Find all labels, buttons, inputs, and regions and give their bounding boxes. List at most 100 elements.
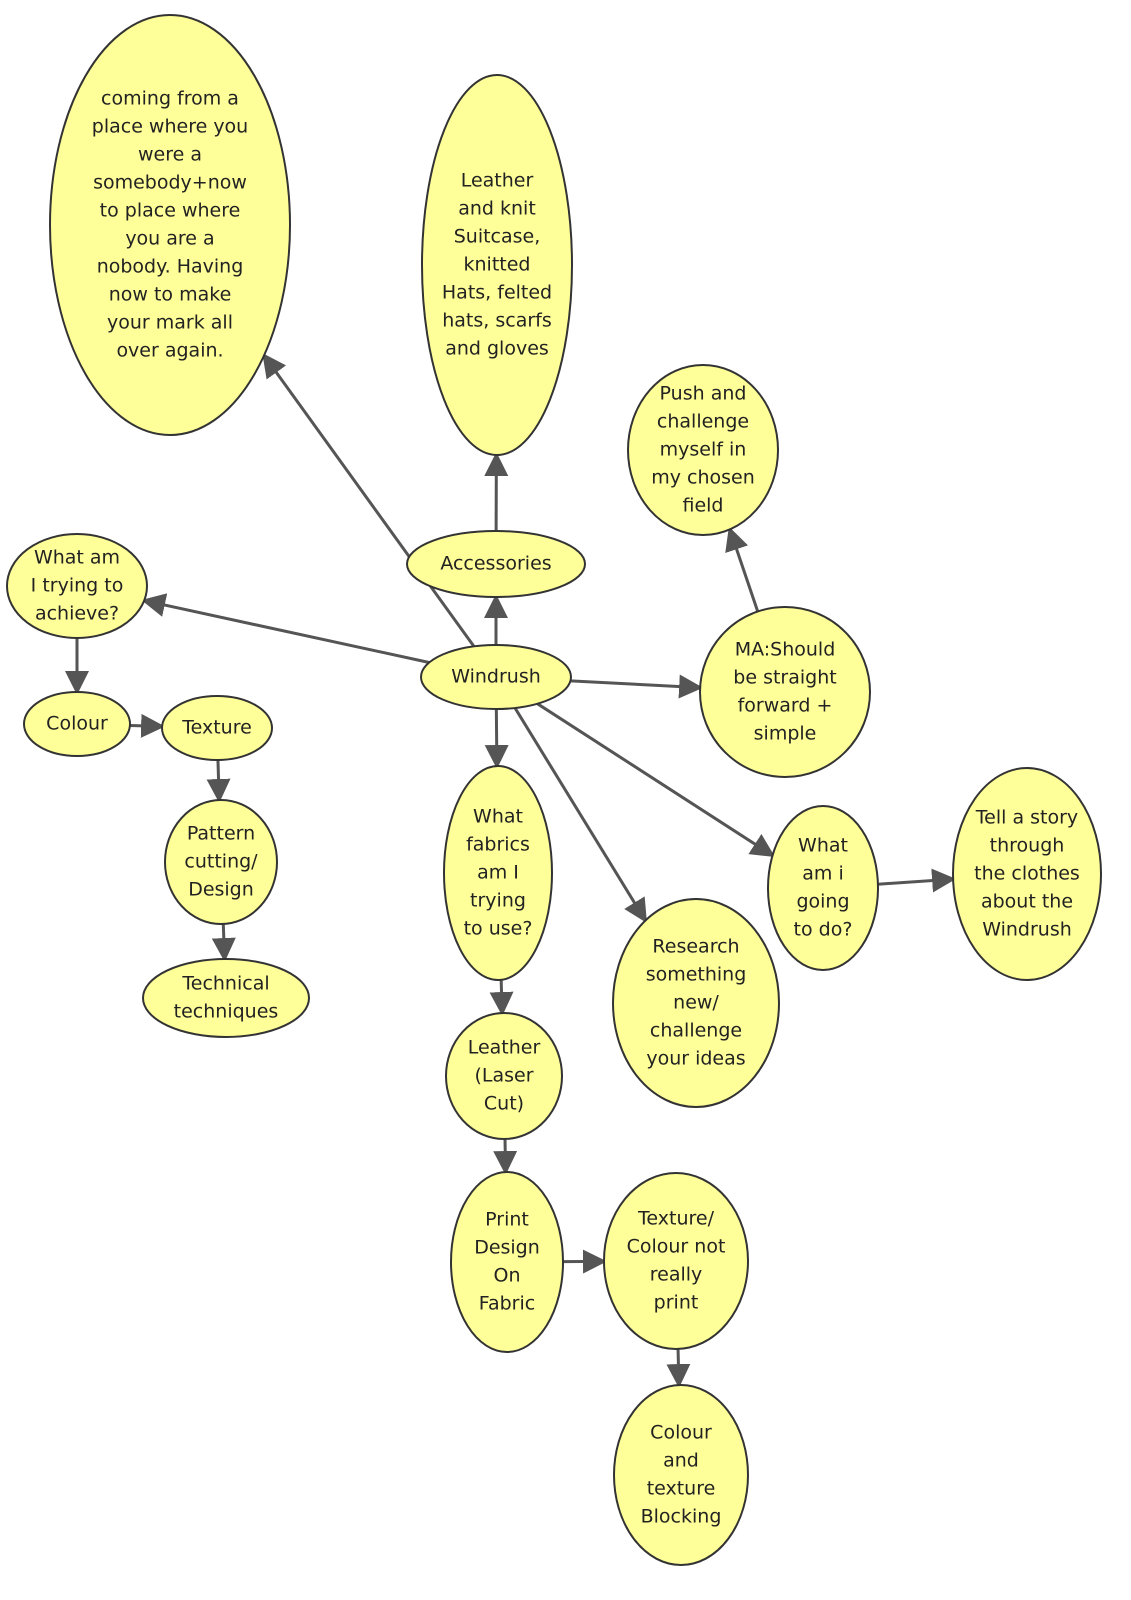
node-label-line: Colour <box>46 713 108 735</box>
node-label-line: Design <box>188 879 254 901</box>
node-label-line: Texture <box>181 717 252 739</box>
node-shape <box>164 799 278 925</box>
node-shape <box>142 958 310 1038</box>
edge-leather_laser-to-print <box>493 1138 518 1176</box>
node-label-line: knitted <box>464 254 531 276</box>
node-label-line: Technical <box>181 973 269 995</box>
node-label-line: Tell a story <box>975 807 1078 829</box>
edge-windrush-to-fabrics <box>484 708 509 770</box>
node-label-line: techniques <box>174 1001 279 1023</box>
node-label-line: What am <box>34 547 120 569</box>
node-shape <box>450 1171 564 1353</box>
node-label-line: achieve? <box>35 603 119 625</box>
node-label-line: Cut) <box>484 1093 524 1115</box>
node-label-line: print <box>654 1292 699 1314</box>
node-label-line: now to make <box>109 284 232 306</box>
node-label-line: Colour not <box>627 1236 726 1258</box>
node-label-line: and gloves <box>445 338 549 360</box>
node-label-line: What <box>473 806 523 828</box>
edge-windrush-to-mark <box>262 352 476 648</box>
node-label-line: challenge <box>657 411 749 433</box>
node-label-line: cutting/ <box>184 851 258 873</box>
node-label-line: myself in <box>660 439 747 461</box>
edge-texture-to-pattern <box>206 759 231 804</box>
edge-windrush-to-going <box>536 702 776 858</box>
node-label-line: going <box>796 891 849 913</box>
node-label-line: Colour <box>650 1422 712 1444</box>
edge-windrush-to-ma <box>570 674 704 699</box>
node-label-line: something <box>646 964 747 986</box>
node-label-line: Pattern <box>187 823 255 845</box>
node-label-line: simple <box>754 723 817 745</box>
node-label-line: through <box>990 835 1065 857</box>
node-pattern: Pattern cutting/Design <box>164 799 278 925</box>
node-label-line: Fabric <box>479 1293 535 1315</box>
edges-layer <box>65 352 957 1389</box>
node-label-line: Design <box>474 1237 540 1259</box>
node-label-line: to place where <box>100 200 241 222</box>
node-label-line: your mark all <box>107 312 233 334</box>
node-label-line: MA:Should <box>735 639 836 661</box>
edge-colour-to-texture <box>129 713 166 738</box>
node-label-line: nobody. Having <box>97 256 244 278</box>
node-shape <box>612 898 780 1108</box>
node-shape <box>23 691 131 757</box>
node-label-line: am i <box>802 863 843 885</box>
node-shape <box>603 1172 749 1350</box>
node-label-line: somebody+now <box>93 172 247 194</box>
node-label-line: Leather <box>461 170 534 192</box>
node-shape <box>767 805 879 971</box>
node-label-line: Texture/ <box>637 1208 715 1230</box>
node-windrush: Windrush <box>420 644 572 710</box>
node-label-line: Research <box>652 936 739 958</box>
node-accessories: Accessories <box>406 530 586 598</box>
node-label-line: about the <box>981 891 1073 913</box>
node-label-line: Leather <box>468 1037 541 1059</box>
node-label-line: to use? <box>464 918 533 940</box>
node-label-line: fabrics <box>466 834 530 856</box>
node-label-line: Blocking <box>641 1506 722 1528</box>
node-label-line: On <box>494 1265 521 1287</box>
node-shape <box>952 767 1102 981</box>
node-label-line: field <box>683 495 724 517</box>
node-shape <box>161 695 273 761</box>
node-label-line: hats, scarfs <box>442 310 552 332</box>
node-shape <box>445 1012 563 1140</box>
node-label-line: my chosen <box>651 467 755 489</box>
node-shape <box>420 644 572 710</box>
node-label-line: Windrush <box>451 666 541 688</box>
node-label-line: Accessories <box>440 553 551 575</box>
node-label-line: trying <box>470 890 526 912</box>
node-shape <box>699 606 871 778</box>
node-colour: Colour <box>23 691 131 757</box>
node-label-line: really <box>650 1264 703 1286</box>
node-shape <box>421 74 573 456</box>
node-label-line: Hats, felted <box>442 282 552 304</box>
node-label-line: challenge <box>650 1020 742 1042</box>
node-shape <box>627 364 779 536</box>
node-label-line: What <box>798 835 848 857</box>
node-shape <box>443 765 553 981</box>
edge-pattern-to-technical <box>211 923 236 963</box>
node-label-line: be straight <box>733 667 836 689</box>
node-label-line: Print <box>485 1209 529 1231</box>
node-label-line: and knit <box>458 198 536 220</box>
node-label-line: texture <box>647 1478 716 1500</box>
node-label-line: (Laser <box>474 1065 533 1087</box>
edge-windrush-to-research <box>513 707 647 924</box>
node-label-line: over again. <box>116 340 223 362</box>
